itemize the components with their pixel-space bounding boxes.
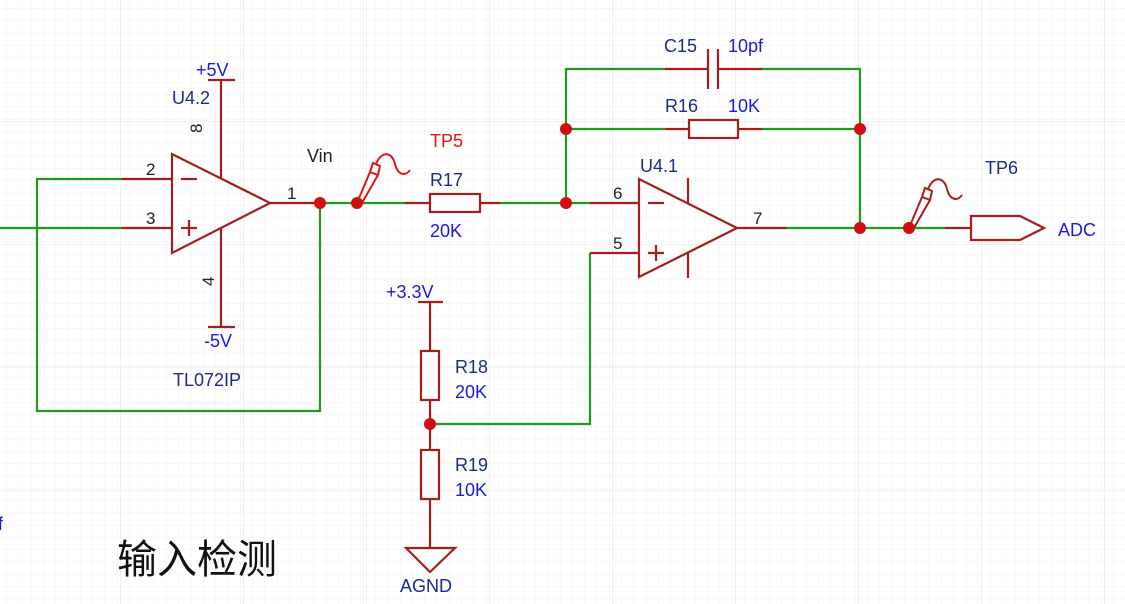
capacitor-c15-plates xyxy=(706,49,720,89)
junction-dot xyxy=(854,222,866,234)
wire-bias[interactable] xyxy=(430,253,592,426)
section-title: 输入检测 xyxy=(117,537,277,583)
ground-agnd-label: AGND xyxy=(400,576,452,596)
wire-feedback-u42[interactable] xyxy=(35,177,322,413)
capacitor-c15-value: 10pf xyxy=(728,36,764,56)
resistor-r16-value: 10K xyxy=(728,96,760,116)
ground-agnd[interactable] xyxy=(403,546,458,574)
resistor-r16[interactable] xyxy=(665,118,762,140)
adc-port-shape xyxy=(969,214,1047,242)
resistor-r16-ref: R16 xyxy=(665,96,698,116)
resistor-r19-value: 10K xyxy=(455,480,487,500)
junction-dot xyxy=(903,222,915,234)
resistor-r18-ref: R18 xyxy=(455,357,488,377)
junction-dot xyxy=(854,123,866,135)
testpoint-tp6[interactable] xyxy=(908,178,963,229)
opamp-u42[interactable] xyxy=(122,78,320,329)
testpoint-tp6-ref: TP6 xyxy=(985,158,1018,178)
supply-3v3-label: +3.3V xyxy=(386,282,434,302)
wire-c15-right[interactable] xyxy=(762,67,862,228)
resistor-r17-ref: R17 xyxy=(430,170,463,190)
junction-dot xyxy=(314,197,326,209)
probe-tp6-icon xyxy=(908,178,963,229)
resistor-r17-body xyxy=(428,192,482,214)
plus-sign-u42 xyxy=(181,220,197,236)
plus-sign-u41 xyxy=(648,245,664,261)
cropped-edge-label: f xyxy=(0,514,4,534)
opamp-u41-body xyxy=(637,177,740,279)
adc-port[interactable] xyxy=(945,214,1047,242)
pin-label-8: 8 xyxy=(187,124,206,133)
testpoint-tp5-ref: TP5 xyxy=(430,131,463,151)
resistor-r18-value: 20K xyxy=(455,382,487,402)
junction-dot xyxy=(560,123,572,135)
wire-feedback-left[interactable] xyxy=(564,67,665,203)
opamp-u42-part: TL072IP xyxy=(173,370,241,390)
probe-tp5-icon xyxy=(356,153,411,204)
pin-label-6: 6 xyxy=(613,184,622,203)
resistor-r19-ref: R19 xyxy=(455,455,488,475)
adc-port-label: ADC xyxy=(1058,220,1096,240)
capacitor-c15[interactable] xyxy=(665,49,762,89)
pin-label-2: 2 xyxy=(146,160,155,179)
junctions xyxy=(314,123,915,430)
ground-agnd-icon xyxy=(403,546,458,574)
pin-label-7: 7 xyxy=(753,209,762,228)
net-label-vin: Vin xyxy=(307,146,333,166)
junction-dot xyxy=(424,418,436,430)
junction-dot xyxy=(351,197,363,209)
supply-5v-label: +5V xyxy=(196,60,229,80)
capacitor-c15-ref: C15 xyxy=(664,36,697,56)
junction-dot xyxy=(560,197,572,209)
pin-label-4: 4 xyxy=(199,277,218,286)
opamp-u42-ref: U4.2 xyxy=(172,88,210,108)
resistor-r17[interactable] xyxy=(405,192,500,214)
resistor-r16-body xyxy=(687,118,740,140)
opamp-u41-ref: U4.1 xyxy=(640,156,678,176)
pin-label-3: 3 xyxy=(146,209,155,228)
pin-label-1: 1 xyxy=(287,184,296,203)
opamp-u41[interactable] xyxy=(590,177,787,279)
testpoint-tp5[interactable] xyxy=(356,153,411,204)
pin-label-5: 5 xyxy=(613,234,622,253)
resistor-r18-body xyxy=(419,349,441,402)
supply-neg5v-label: -5V xyxy=(204,331,232,351)
resistor-r17-value: 20K xyxy=(430,221,462,241)
resistor-r19-body xyxy=(419,448,441,501)
